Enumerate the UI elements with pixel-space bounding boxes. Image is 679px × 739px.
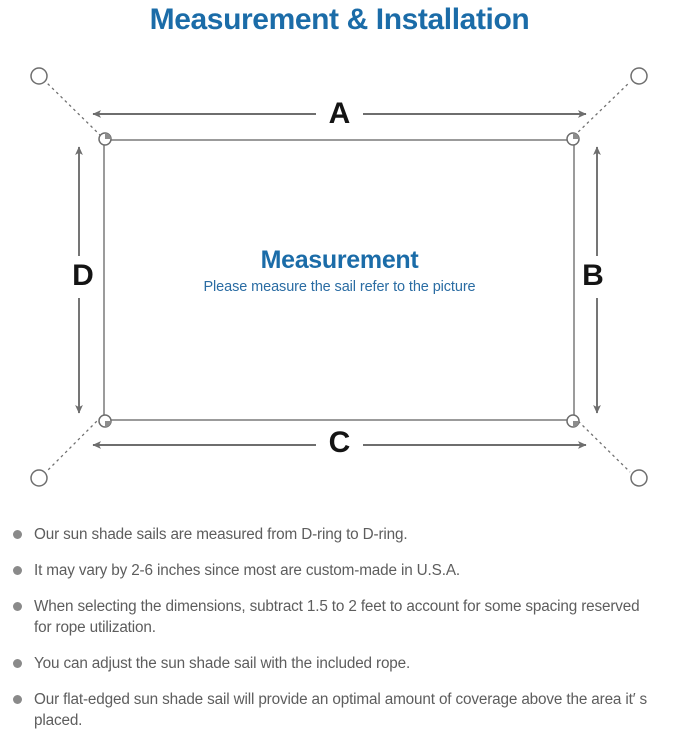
dimension-label-a: A xyxy=(328,97,351,130)
anchor-bottom-right xyxy=(630,469,648,487)
bullet-icon xyxy=(13,566,22,575)
rope-bottom-left xyxy=(45,416,102,473)
rope-bottom-right xyxy=(573,416,631,473)
sail-diagram-svg xyxy=(30,67,648,487)
note-text: It may vary by 2-6 inches since most are… xyxy=(34,562,460,579)
d-ring-shade-tr xyxy=(573,133,579,139)
note-item: It may vary by 2-6 inches since most are… xyxy=(6,560,659,581)
note-text: You can adjust the sun shade sail with t… xyxy=(34,655,411,672)
d-ring-shade-tl xyxy=(105,133,111,139)
bullet-icon xyxy=(13,602,22,611)
note-item: You can adjust the sun shade sail with t… xyxy=(6,653,659,674)
d-ring-shading xyxy=(105,133,579,427)
rope-lines xyxy=(45,81,631,473)
note-text: When selecting the dimensions, subtract … xyxy=(34,598,640,636)
note-item: Our flat-edged sun shade sail will provi… xyxy=(6,689,659,731)
dimension-label-c: C xyxy=(328,426,351,459)
sail-panel xyxy=(103,139,575,421)
dimension-label-d: D xyxy=(72,259,94,292)
note-item: Our sun shade sails are measured from D-… xyxy=(6,524,659,545)
page-title: Measurement & Installation xyxy=(149,3,530,36)
note-text: Our flat-edged sun shade sail will provi… xyxy=(34,691,648,729)
d-ring-shade-br xyxy=(573,421,579,427)
bullet-icon xyxy=(13,659,22,668)
d-ring-shade-bl xyxy=(105,421,111,427)
rope-top-right xyxy=(573,81,631,137)
measurement-diagram: A B C D Measurement Please measure the s… xyxy=(0,46,679,516)
anchor-top-left xyxy=(30,67,48,85)
bullet-icon xyxy=(13,695,22,704)
anchor-points xyxy=(30,67,648,487)
bullet-icon xyxy=(13,530,22,539)
anchor-top-right xyxy=(630,67,648,85)
note-item: When selecting the dimensions, subtract … xyxy=(6,596,659,638)
dimension-label-b: B xyxy=(582,259,604,292)
anchor-bottom-left xyxy=(30,469,48,487)
note-text: Our sun shade sails are measured from D-… xyxy=(34,526,408,543)
rope-top-left xyxy=(45,81,102,137)
notes-list: Our sun shade sails are measured from D-… xyxy=(0,524,679,731)
